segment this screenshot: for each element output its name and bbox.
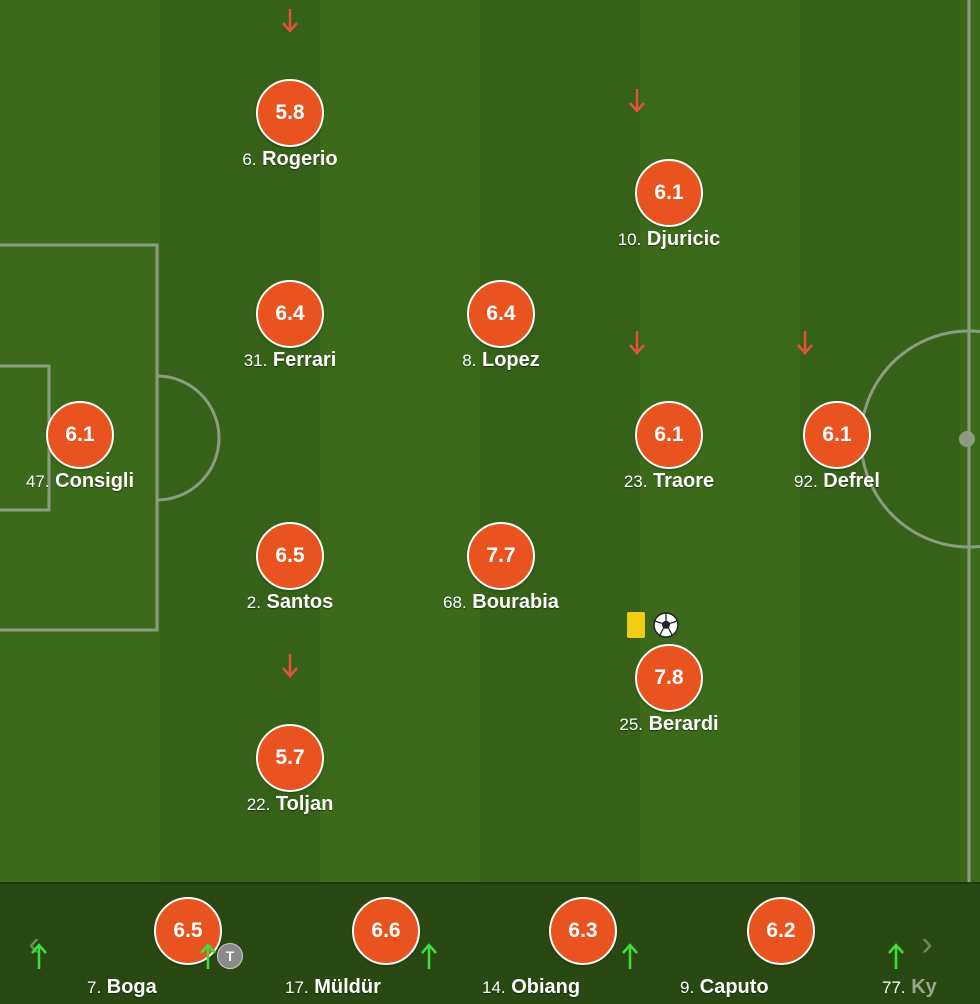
player-name: Müldür xyxy=(314,976,381,998)
sub-player-caputo[interactable]: 6.2 9. Caputo xyxy=(622,884,880,1004)
player-rating: 7.7 xyxy=(467,522,535,590)
player-name-label: 17. Müldür xyxy=(285,976,485,999)
player-toljan[interactable]: 5.7 22. Toljan xyxy=(190,654,390,843)
player-rating: 6.5 xyxy=(256,522,324,590)
player-name: Obiang xyxy=(511,976,581,998)
player-ferrari[interactable]: 6.4 31. Ferrari xyxy=(190,269,390,399)
player-name: Djuricic xyxy=(646,228,721,250)
player-name-label: 10. Djuricic xyxy=(569,228,769,251)
next-arrow-button[interactable]: › xyxy=(921,925,933,963)
player-number: 92. xyxy=(794,472,818,491)
player-name-label: 22. Toljan xyxy=(190,793,390,816)
player-number: 7. xyxy=(87,978,102,997)
player-number: 10. xyxy=(617,230,642,249)
player-name: Boga xyxy=(106,976,157,998)
player-name-label: 8. Lopez xyxy=(401,349,601,372)
penalty-arc xyxy=(156,374,221,502)
substitutes-bar: ‹ 6.5 7. Boga T 6.6 17. Müldür 6.3 14. O… xyxy=(0,882,980,1004)
sub-player-muldur[interactable]: T 6.6 17. Müldür xyxy=(200,884,485,1004)
arrow-down-icon xyxy=(629,331,645,355)
player-name: Berardi xyxy=(648,713,719,735)
arrow-up-icon xyxy=(31,943,47,969)
player-bourabia[interactable]: 7.7 68. Bourabia xyxy=(401,511,601,641)
football-icon xyxy=(653,612,679,638)
player-name: Lopez xyxy=(481,349,540,371)
player-rating: 6.1 xyxy=(635,401,703,469)
player-name-label: 2. Santos xyxy=(190,591,390,614)
pitch: 5.8 6. Rogerio 6.1 10. Djuricic 6.4 31. … xyxy=(0,0,980,882)
player-rating: 6.1 xyxy=(803,401,871,469)
player-name: Consigli xyxy=(55,470,135,492)
player-name: Santos xyxy=(266,591,334,613)
player-number: 31. xyxy=(243,351,268,370)
arrow-down-icon xyxy=(629,89,645,113)
player-number: 23. xyxy=(623,472,648,491)
player-rating: 5.7 xyxy=(256,724,324,792)
player-name: Ky xyxy=(911,976,937,998)
prev-arrow-button[interactable]: ‹ xyxy=(28,925,40,963)
player-number: 6. xyxy=(242,150,257,169)
player-name-label: 9. Caputo xyxy=(680,976,880,999)
player-name: Toljan xyxy=(275,793,334,815)
player-name: Defrel xyxy=(823,470,880,492)
player-number: 2. xyxy=(246,593,261,612)
player-rating: 5.8 xyxy=(256,79,324,147)
player-rating: 6.1 xyxy=(635,159,703,227)
player-number: 17. xyxy=(285,978,309,997)
player-name-label: 14. Obiang xyxy=(482,976,682,999)
player-rogerio[interactable]: 5.8 6. Rogerio xyxy=(190,9,390,198)
player-number: 8. xyxy=(462,351,477,370)
player-name-label: 23. Traore xyxy=(569,470,769,493)
player-name-label: 68. Bourabia xyxy=(401,591,601,614)
player-rating: 6.5 xyxy=(154,897,222,965)
arrow-up-icon xyxy=(200,943,216,969)
player-name-label: 6. Rogerio xyxy=(190,148,390,171)
center-spot xyxy=(959,431,975,447)
player-number: 22. xyxy=(246,795,271,814)
arrow-up-icon xyxy=(622,943,638,969)
player-name-label: 47. Consigli xyxy=(0,470,180,493)
player-rating: 6.3 xyxy=(549,897,617,965)
sub-player-ky[interactable]: 77. Ky xyxy=(882,976,980,999)
player-number: 14. xyxy=(482,978,506,997)
player-number: 68. xyxy=(443,593,467,612)
arrow-down-icon xyxy=(282,654,298,678)
player-rating: 6.4 xyxy=(256,280,324,348)
player-rating: 6.6 xyxy=(352,897,420,965)
player-rating: 6.2 xyxy=(747,897,815,965)
player-name-label: 31. Ferrari xyxy=(190,349,390,372)
arrow-up-icon xyxy=(888,943,904,969)
player-berardi[interactable]: 7.8 25. Berardi xyxy=(569,612,769,763)
player-rating: 6.4 xyxy=(467,280,535,348)
player-consigli[interactable]: 6.1 47. Consigli xyxy=(0,390,180,520)
sub-player-obiang[interactable]: 6.3 14. Obiang xyxy=(421,884,682,1004)
player-name-label: 25. Berardi xyxy=(569,713,769,736)
player-name: Traore xyxy=(653,470,715,492)
arrow-up-icon xyxy=(421,943,437,969)
player-name: Rogerio xyxy=(262,148,338,170)
player-lopez[interactable]: 6.4 8. Lopez xyxy=(401,269,601,399)
player-number: 77. xyxy=(882,978,906,997)
player-number: 9. xyxy=(680,978,695,997)
player-number: 47. xyxy=(25,472,50,491)
player-djuricic[interactable]: 6.1 10. Djuricic xyxy=(569,89,769,278)
player-traore[interactable]: 6.1 23. Traore xyxy=(569,331,769,520)
player-rating: 7.8 xyxy=(635,644,703,712)
penalty-box xyxy=(0,243,159,632)
sub-player-boga[interactable]: 6.5 7. Boga xyxy=(31,884,287,1004)
player-number: 25. xyxy=(619,715,644,734)
yellow-card-icon xyxy=(627,612,645,638)
player-santos[interactable]: 6.5 2. Santos xyxy=(190,511,390,641)
t-badge-icon: T xyxy=(217,943,243,969)
player-name: Ferrari xyxy=(272,349,337,371)
player-name: Bourabia xyxy=(472,591,559,613)
player-rating: 6.1 xyxy=(46,401,114,469)
arrow-down-icon xyxy=(282,9,298,33)
player-name: Caputo xyxy=(699,976,769,998)
arrow-down-icon xyxy=(797,331,813,355)
player-defrel[interactable]: 6.1 92. Defrel xyxy=(737,331,937,520)
player-name-label: 7. Boga xyxy=(87,976,287,999)
player-name-label: 92. Defrel xyxy=(737,470,937,493)
